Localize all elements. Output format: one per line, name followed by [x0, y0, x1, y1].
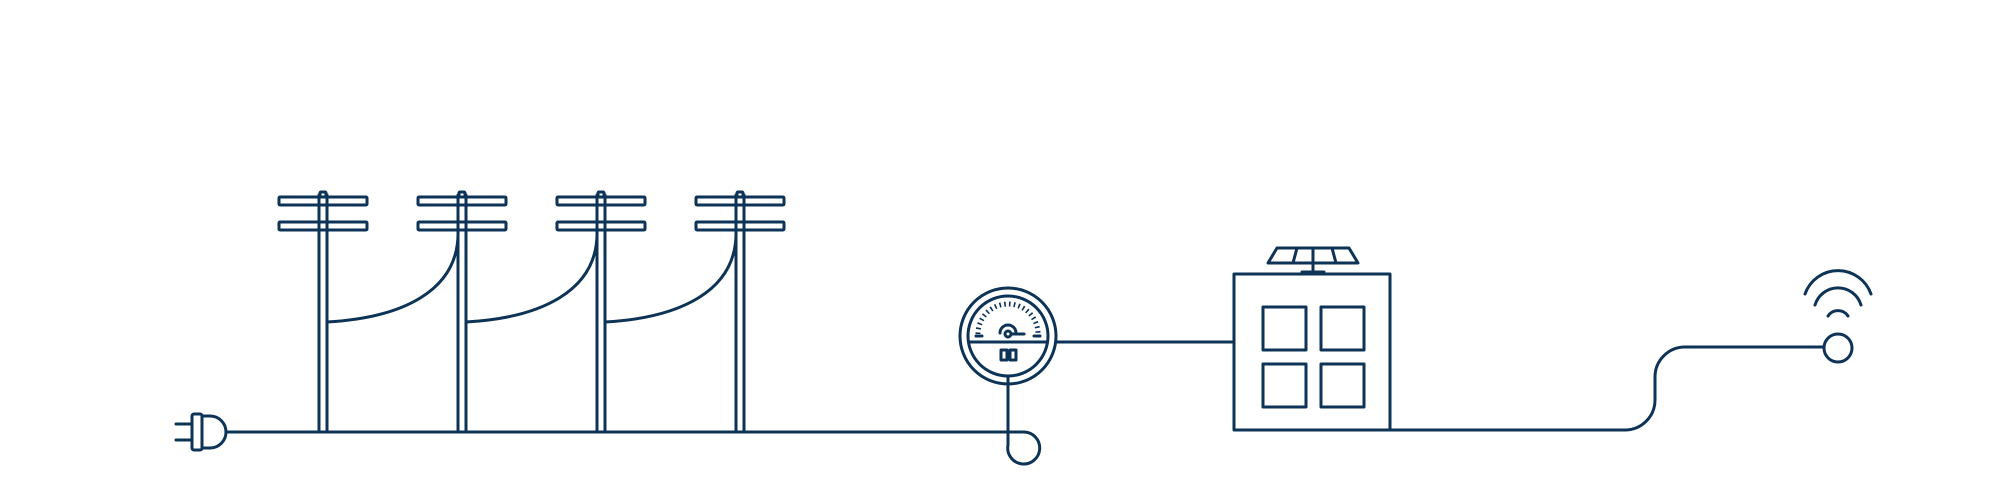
pole-wires: [325, 228, 738, 324]
house-device-line: [1388, 345, 1825, 432]
utility-pole-icon: [555, 190, 647, 434]
pole-wire: [464, 228, 599, 324]
utility-pole-icon: [694, 190, 786, 434]
house-icon: [1232, 272, 1392, 432]
pole-wire: [325, 228, 460, 324]
solar-panel-icon: [1266, 246, 1360, 274]
pole-wire: [603, 228, 738, 324]
electric-meter-icon: [958, 286, 1058, 386]
meter-ground-loop: [1006, 374, 1042, 466]
smart-device-icon: [1822, 332, 1854, 364]
wifi-signal-icon: [1803, 269, 1873, 318]
utility-pole-icon: [277, 190, 369, 434]
utility-pole-icon: [416, 190, 508, 434]
power-line: [224, 374, 1042, 466]
power-plug-icon: [174, 412, 228, 452]
